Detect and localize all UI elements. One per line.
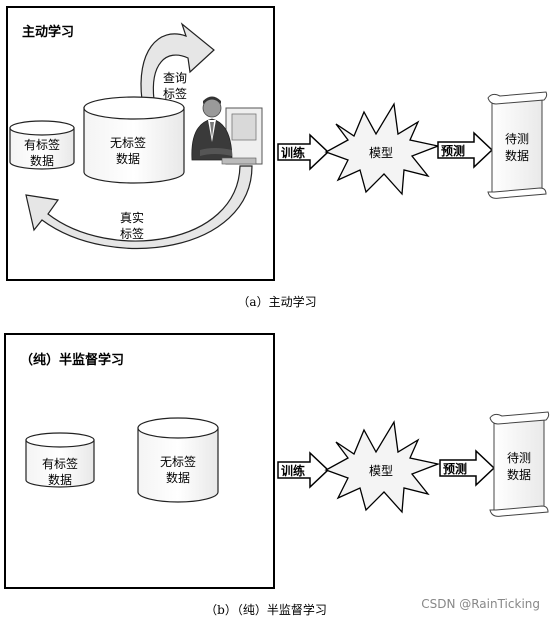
query-label-line1: 查询 (163, 71, 187, 85)
model-starburst-b (324, 420, 441, 514)
model-label-a: 模型 (369, 146, 393, 160)
annotator-person-icon (191, 96, 263, 165)
true-label-line2: 标签 (120, 226, 144, 241)
pending-data-label-a-line2: 数据 (505, 148, 529, 163)
scroll-icon-a (487, 91, 548, 199)
pending-data-label-a-line1: 待测 (505, 132, 529, 146)
labeled-data-cylinder (9, 120, 75, 170)
labeled-data-label-b-line1: 有标签 (42, 456, 78, 471)
caption-a: （a）主动学习 (237, 294, 316, 309)
unlabeled-data-label-b-line2: 数据 (166, 470, 190, 485)
unlabeled-data-cylinder (83, 96, 185, 184)
scroll-icon-b (489, 411, 550, 517)
predict-arrow-a (437, 131, 494, 169)
train-arrow-b (277, 451, 330, 489)
train-arrow-a (277, 133, 330, 171)
unlabeled-data-label-line2: 数据 (116, 151, 140, 166)
panel-a-title: 主动学习 (22, 24, 74, 40)
true-label-return-arrow (25, 165, 253, 249)
labeled-data-label-line1: 有标签 (24, 137, 60, 152)
predict-label-a: 预测 (441, 143, 465, 158)
pending-data-label-b-line1: 待测 (507, 451, 531, 465)
predict-label-b: 预测 (443, 461, 467, 476)
pending-data-label-b-line2: 数据 (507, 467, 531, 482)
train-label-a: 训练 (281, 145, 305, 160)
panel-b-title: （纯）半监督学习 (20, 352, 124, 368)
true-label-line1: 真实 (120, 210, 144, 225)
model-label-b: 模型 (369, 464, 393, 478)
unlabeled-data-cylinder-b (137, 417, 219, 503)
query-label-arrow (140, 22, 215, 101)
labeled-data-label-line2: 数据 (30, 153, 54, 168)
watermark: CSDN @RainTicking (421, 597, 540, 611)
query-label-line2: 标签 (163, 86, 187, 101)
unlabeled-data-label-line1: 无标签 (110, 135, 146, 150)
unlabeled-data-label-b-line1: 无标签 (160, 454, 196, 469)
caption-b: （b）（纯）半监督学习 (205, 602, 327, 617)
labeled-data-cylinder-b (25, 432, 95, 488)
predict-arrow-b (439, 449, 496, 487)
model-starburst-a (324, 102, 441, 196)
labeled-data-label-b-line2: 数据 (48, 472, 72, 487)
train-label-b: 训练 (281, 463, 305, 478)
